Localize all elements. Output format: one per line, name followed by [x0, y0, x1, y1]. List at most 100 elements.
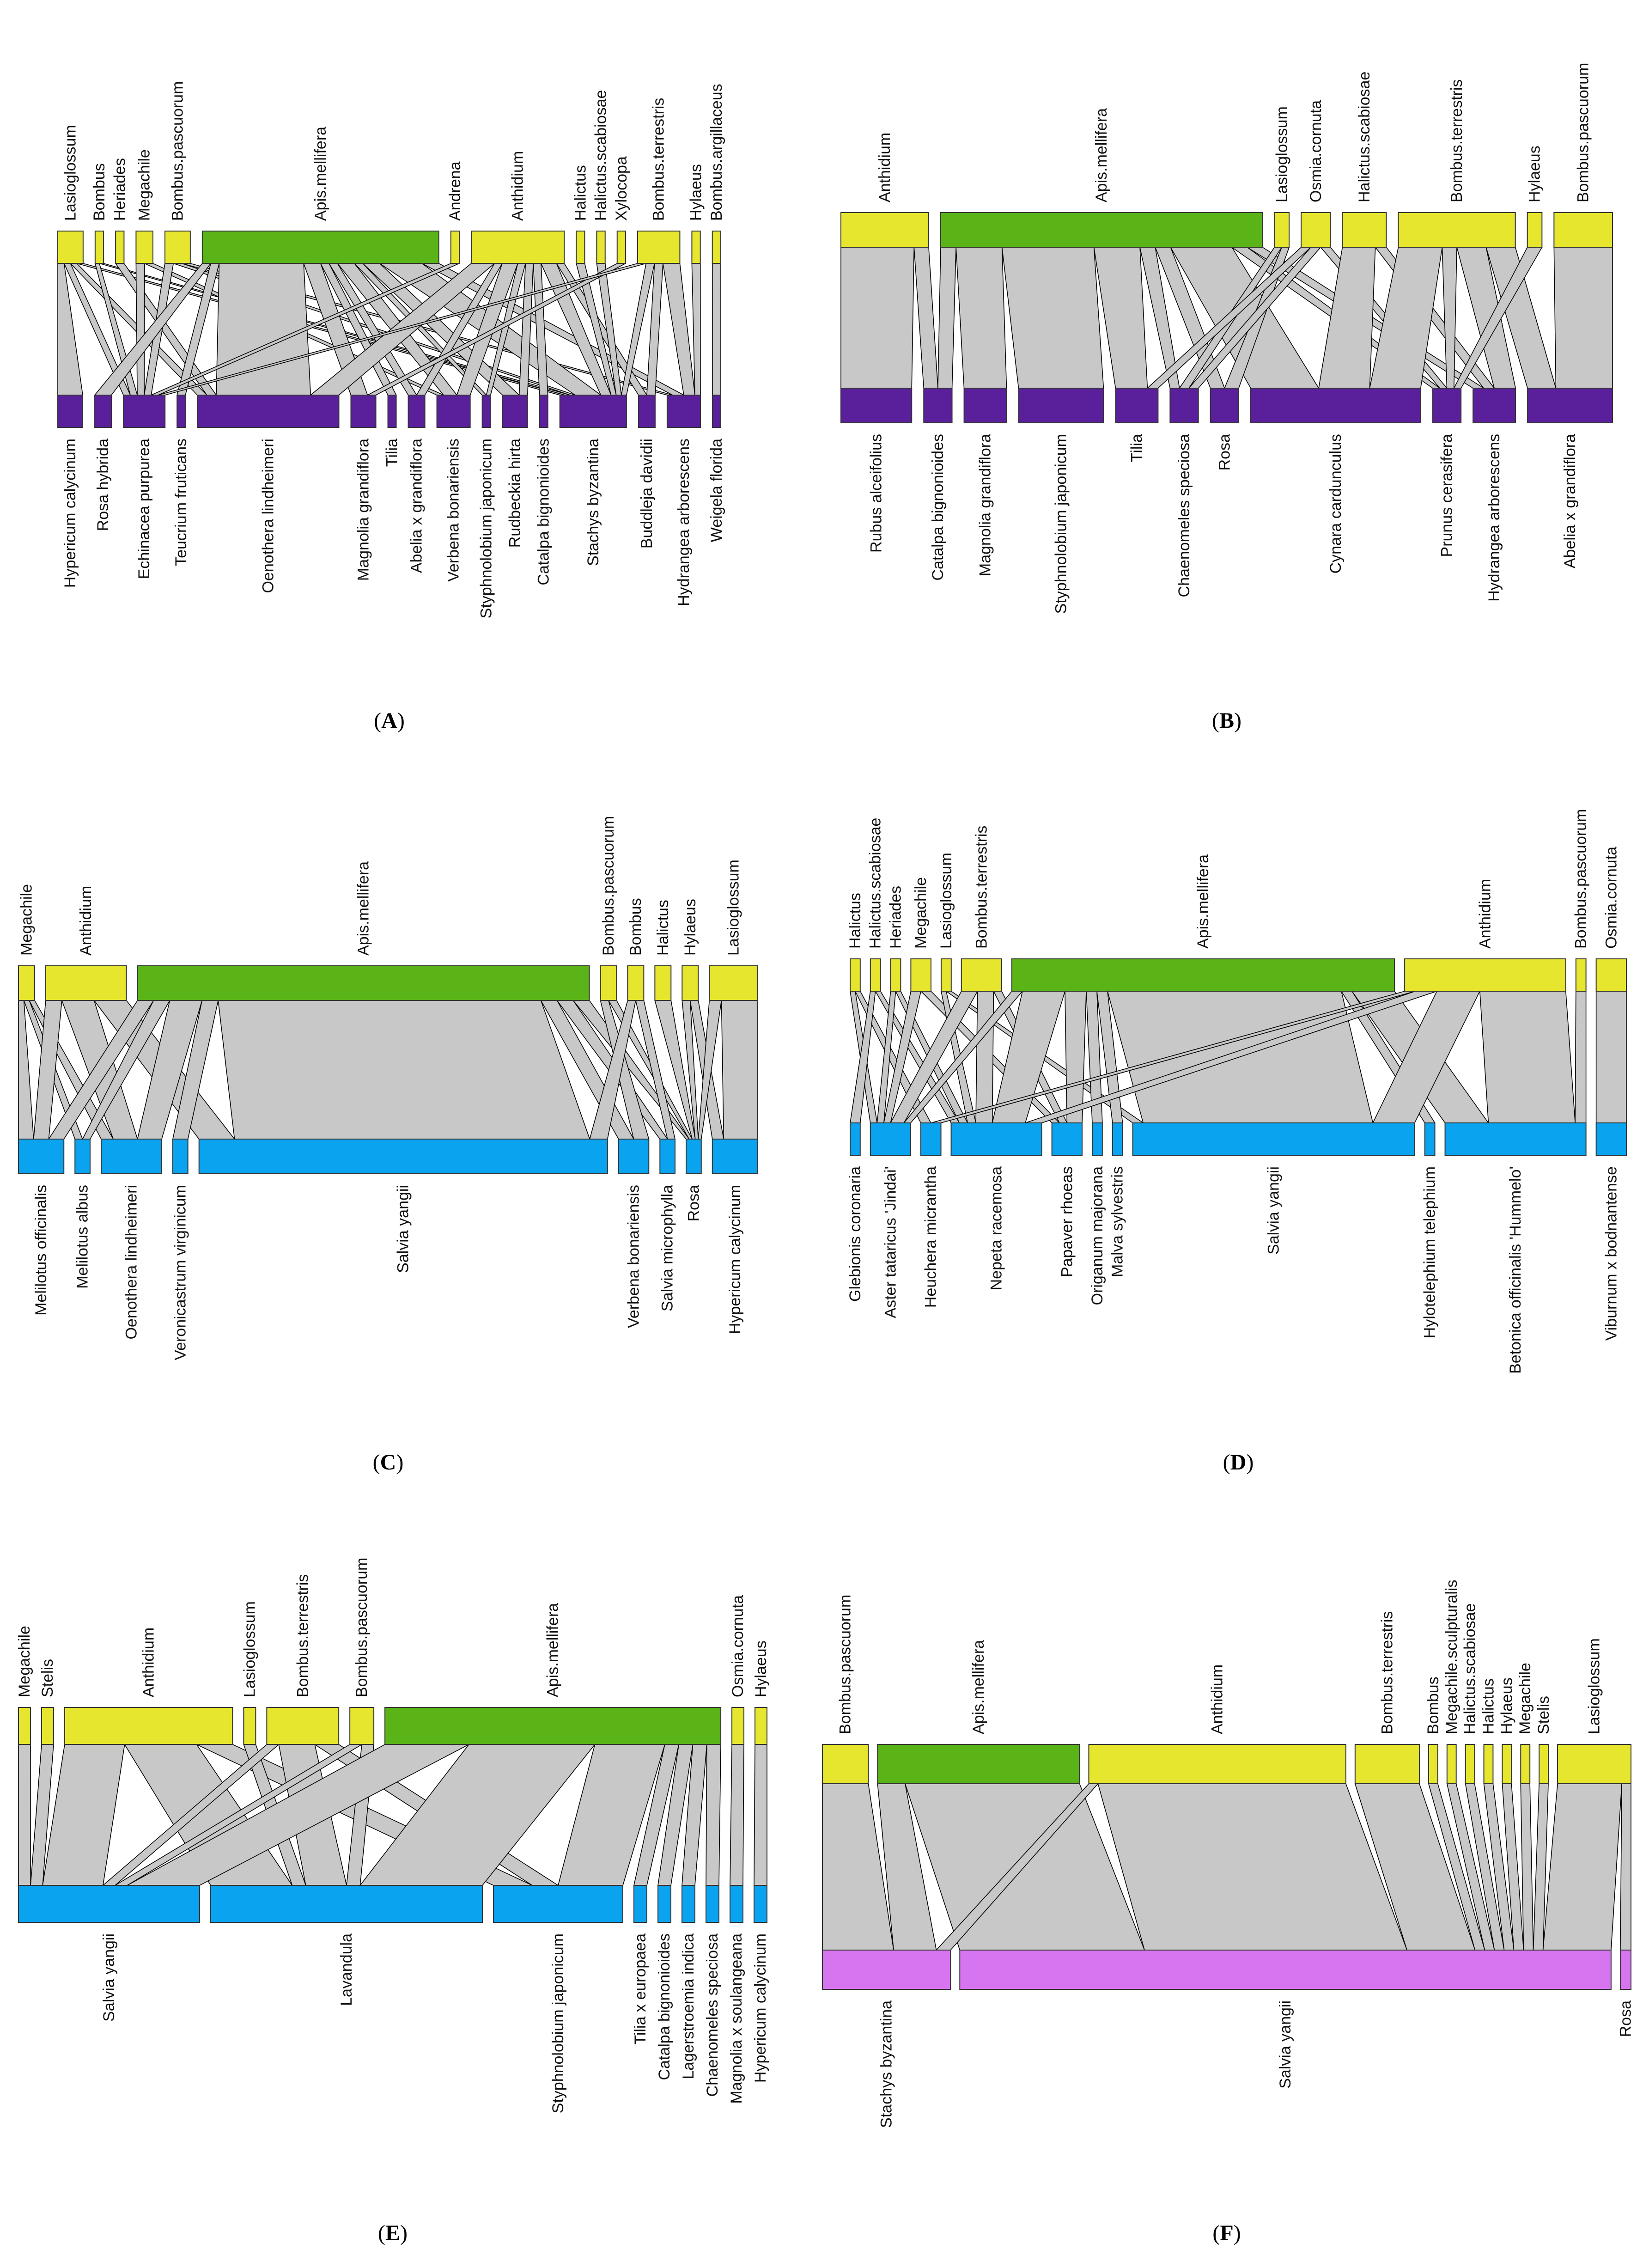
link-megachile-salvia-yangii — [1520, 1783, 1534, 1951]
bee-bar-hylaeus — [682, 965, 699, 1001]
bee-label: Halictus — [654, 900, 672, 956]
plant-bar-catalpa-bignonioides — [657, 1885, 671, 1923]
bee-bar-halictus-scabiosae — [596, 231, 606, 264]
bee-bar-xylocopa — [616, 231, 627, 264]
plant-label: Stachys byzantina — [878, 2000, 895, 2128]
bee-label: Megachile — [16, 1626, 33, 1697]
plant-label: Tilia — [383, 439, 401, 467]
bee-bar-stelis — [1539, 1744, 1549, 1784]
bee-bar-bombus-pascuorum — [1553, 212, 1613, 248]
link-bombus-terrestris-hydrangea-arborescens — [662, 263, 695, 396]
plant-bar-tilia — [387, 395, 397, 428]
bee-label: Bombus.pascuorum — [1572, 809, 1590, 949]
link-anthidium-betonica-officinalis-hummelo — [1479, 991, 1576, 1123]
plant-bar-rubus-alceifolius — [840, 388, 913, 423]
plant-label: Rosa — [1216, 434, 1233, 470]
bee-label: Osmia.cornuta — [1602, 847, 1620, 949]
plant-bar-tilia — [1115, 388, 1159, 423]
bee-bar-heriades — [115, 231, 125, 264]
plant-bar-catalpa-bignonioides — [539, 395, 548, 428]
bee-label: Bombus.terrestris — [294, 1574, 311, 1697]
bee-bar-bombus-terrestris — [961, 958, 1002, 992]
bee-label: Lasioglossum — [241, 1601, 258, 1697]
link-lasioglossum-hypericum-calycinum — [721, 1000, 758, 1140]
bee-bar-stelis — [41, 1707, 54, 1745]
bee-bar-bombus-terrestris — [266, 1707, 340, 1745]
bee-label: Lasioglossum — [937, 853, 955, 949]
plant-bar-rosa-hybrida — [94, 395, 112, 428]
bee-bar-andrena — [450, 231, 460, 264]
plant-bar-hydrangea-arborescens — [1473, 388, 1516, 423]
bee-label: Halictus — [1479, 1678, 1497, 1734]
bee-label: Bombus.terrestris — [1378, 1611, 1396, 1734]
bee-label: Halictus.scabiosae — [1356, 72, 1373, 202]
plant-label: Styphnolobium japonicum — [549, 1933, 567, 2113]
bee-bar-halictus-scabiosae — [1342, 212, 1387, 248]
bee-label: Anthidium — [1476, 879, 1494, 949]
bee-label: Apis.mellifera — [544, 1603, 562, 1697]
plant-bar-hylotelephium-telephium — [1424, 1122, 1436, 1156]
plant-label: Oenothera lindheimeri — [122, 1185, 140, 1340]
plant-label: Verbena bonariensis — [445, 439, 462, 582]
bee-bar-bombus-pascuorum — [822, 1744, 869, 1784]
plant-bar-oenothera-lindheimeri — [100, 1139, 162, 1174]
link-halictus-scabiosae-cynara-cardunculus — [1318, 247, 1376, 389]
plant-bar-buddleja-davidii — [638, 395, 656, 428]
bee-bar-anthidium — [1088, 1744, 1346, 1784]
plant-bar-magnolia-grandiflora — [350, 395, 377, 428]
plant-bar-hydrangea-arborescens — [666, 395, 701, 428]
plant-bar-lagerstroemia-indica — [682, 1885, 695, 1923]
bee-label: Halictus — [572, 165, 589, 221]
plant-label: Tilia — [1128, 434, 1145, 462]
bee-label: Heriades — [887, 886, 904, 949]
bee-bar-hylaeus — [755, 1707, 768, 1745]
bee-label: Bombus.pascuorum — [1575, 63, 1592, 202]
bee-bar-halictus-scabiosae — [870, 958, 881, 992]
plant-bar-stachys-byzantina — [822, 1950, 951, 1990]
plant-label: Salvia yangii — [395, 1185, 412, 1273]
bee-label: Hylaeus — [688, 164, 705, 221]
bee-bar-lasioglossum — [1557, 1744, 1632, 1784]
plant-label: Oenothera lindheimeri — [259, 439, 277, 593]
bee-bar-megachile — [910, 958, 931, 992]
plant-label: Magnolia x soulangeana — [728, 1933, 745, 2104]
plant-bar-aster-tataricus-jindai — [870, 1122, 911, 1156]
link-bombus-terrestris-nepeta-racemosa — [975, 991, 994, 1123]
bee-bar-megachile — [1520, 1744, 1531, 1784]
plant-bar-papaver-rhoeas — [1051, 1122, 1083, 1156]
plant-bar-melilotus-albus — [74, 1139, 91, 1174]
plant-label: Nepeta racemosa — [988, 1166, 1005, 1290]
bee-label: Megachile.sculpturalis — [1443, 1580, 1460, 1735]
plant-bar-hypericum-calycinum — [57, 395, 84, 428]
plant-bar-salvia-yangii — [1132, 1122, 1415, 1156]
link-lasioglossum-salvia-yangii — [1542, 1783, 1622, 1951]
link-apis-mellifera-salvia-yangii — [218, 1000, 590, 1140]
link-anthidium-melilotus-officinalis — [33, 1000, 62, 1140]
bee-bar-bombus-pascuorum — [600, 965, 617, 1001]
plant-label: Echinacea purpurea — [135, 439, 153, 579]
plant-bar-styphnolobium-japonicum — [493, 1885, 623, 1923]
link-hylaeus-hydrangea-arborescens — [691, 263, 701, 396]
plant-bar-echinacea-purpurea — [123, 395, 166, 428]
bee-label: Bombus — [1424, 1677, 1442, 1734]
plant-bar-betonica-officinalis-hummelo — [1444, 1122, 1587, 1156]
plant-bar-rosa — [1619, 1950, 1631, 1990]
plant-bar-verbena-bonariensis — [436, 395, 471, 428]
bee-bar-hylaeus — [691, 231, 701, 264]
plant-label: Rubus alceifolius — [868, 434, 885, 553]
bee-label: Hylaeus — [682, 899, 699, 956]
plant-bar-salvia-yangii — [18, 1885, 200, 1923]
bee-label: Bombus — [91, 163, 108, 221]
panel-letter: (B) — [1212, 708, 1241, 733]
bee-label: Apis.mellifera — [970, 1640, 987, 1734]
link-megachile-echinacea-purpurea — [135, 263, 145, 396]
bee-bar-apis-mellifera — [201, 231, 439, 264]
plant-label: Lagerstroemia indica — [680, 1933, 697, 2079]
bee-bar-hylaeus — [1502, 1744, 1512, 1784]
link-osmia-cornuta-viburnum-x-bodnantense — [1595, 991, 1627, 1123]
bee-label: Lasioglossum — [61, 125, 79, 221]
bee-bar-apis-mellifera — [384, 1707, 722, 1745]
